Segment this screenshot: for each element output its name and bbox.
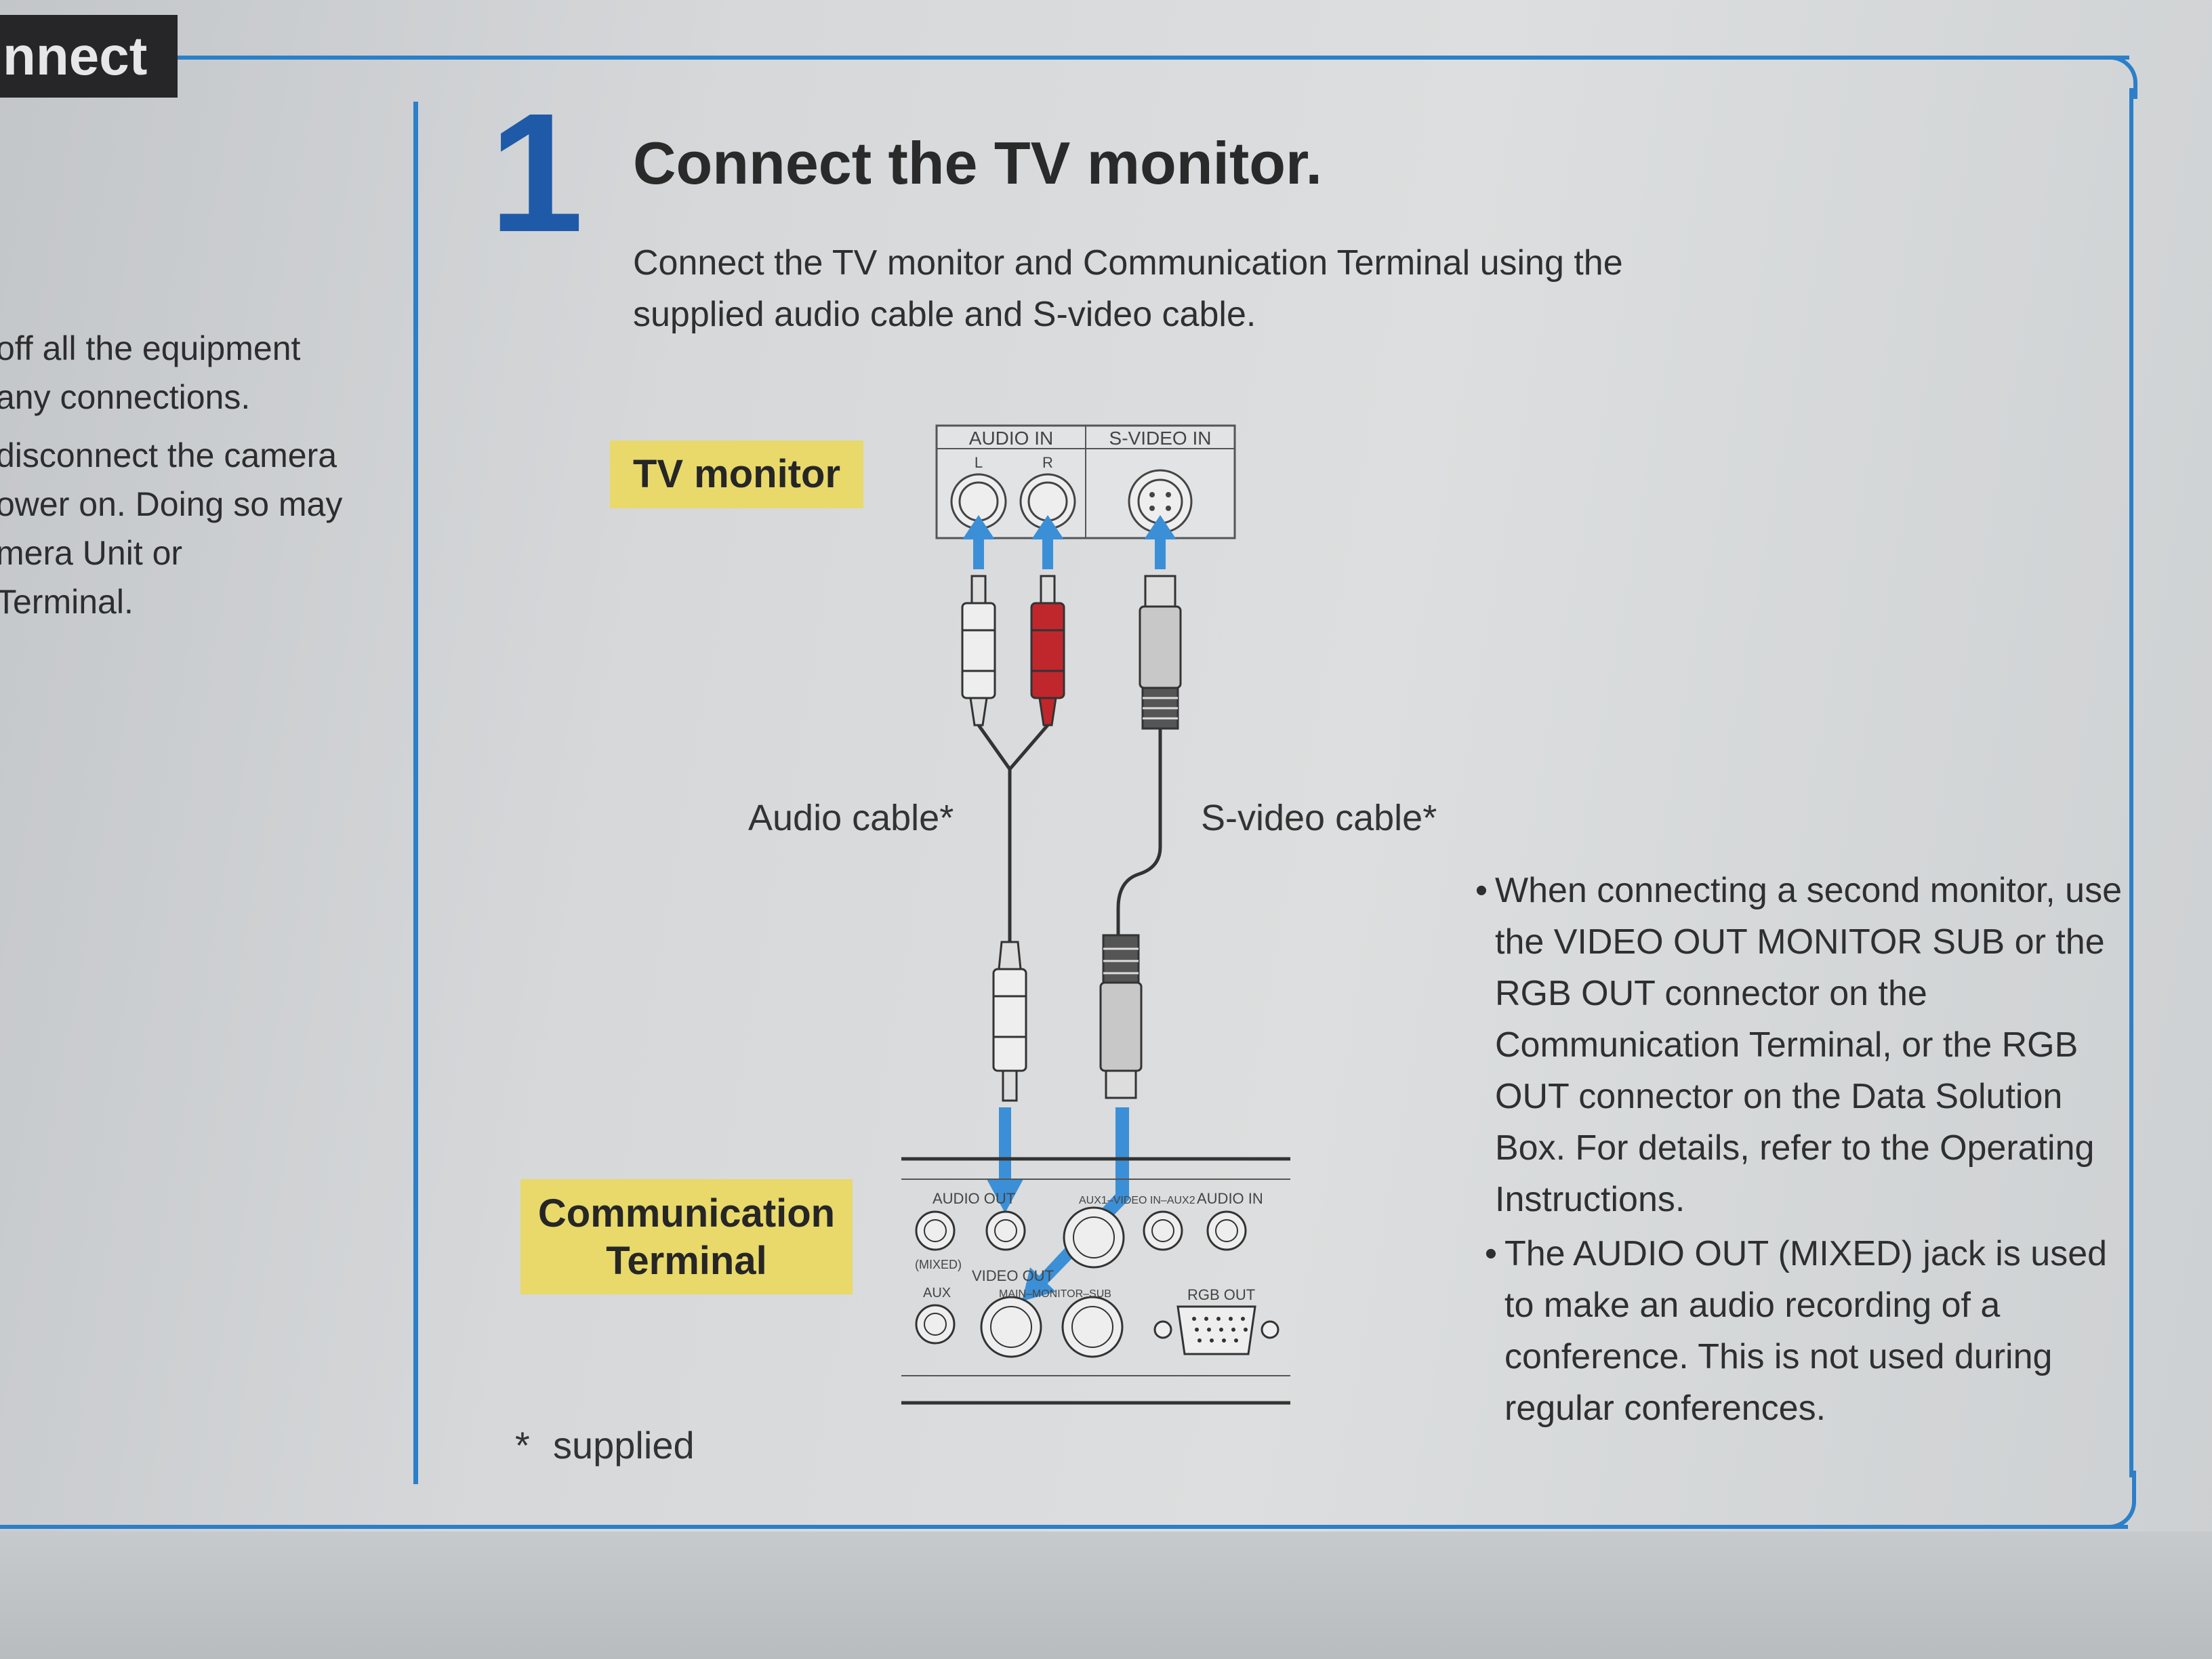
tv-svideo-in-label: S-VIDEO IN <box>1109 428 1212 449</box>
left-line: mera Unit or <box>0 534 183 572</box>
term-audio-in-label: AUDIO IN <box>1197 1190 1263 1207</box>
frame-bottom-border <box>0 1525 2128 1529</box>
note-text: The AUDIO OUT (MIXED) jack is used to ma… <box>1504 1234 2108 1428</box>
audio-plug-bottom <box>992 941 1027 1102</box>
frame-corner <box>2094 56 2137 99</box>
note-text: When connecting a second monitor, use th… <box>1495 871 2123 1219</box>
left-line: disconnect the camera <box>0 436 337 474</box>
term-video-out-label: VIDEO OUT <box>972 1267 1054 1284</box>
terminal-arrows <box>987 1107 1129 1301</box>
left-line: Terminal. <box>0 583 134 621</box>
tv-right-label: R <box>1042 454 1053 471</box>
term-jack <box>1061 1296 1124 1358</box>
footnote: * supplied <box>515 1423 695 1467</box>
note-item: • The AUDIO OUT (MIXED) jack is used to … <box>1468 1228 2132 1434</box>
footnote-text: supplied <box>553 1424 695 1467</box>
term-video-in-label: AUX1–VIDEO IN–AUX2 <box>1079 1195 1195 1206</box>
tv-left-label: L <box>975 454 983 471</box>
footnote-star: * <box>515 1424 530 1467</box>
page-shadow <box>0 1532 2212 1659</box>
term-jack <box>915 1210 956 1251</box>
svideo-cable-wire <box>1116 729 1162 942</box>
frame-top-border <box>178 56 2129 60</box>
terminal-label-line: Terminal <box>606 1239 767 1283</box>
left-column-text: off all the equipment any connections. d… <box>0 324 407 626</box>
term-jack <box>1206 1210 1247 1251</box>
term-jack <box>1063 1206 1125 1269</box>
term-main-label: MAIN–MONITOR–SUB <box>999 1288 1111 1300</box>
term-jack <box>980 1296 1042 1358</box>
communication-terminal-label: Communication Terminal <box>520 1179 853 1294</box>
audio-plug-red <box>1030 575 1065 726</box>
column-divider <box>413 102 418 1484</box>
bullet-icon: • <box>1484 1234 1498 1273</box>
frame-right-border <box>2129 88 2133 1477</box>
terminal-rear-panel: AUDIO OUT AUX1–VIDEO IN–AUX2 AUDIO IN (M… <box>901 1157 1290 1405</box>
section-tab: nnect <box>0 15 178 98</box>
svideo-cable-label: S-video cable* <box>1201 798 1437 838</box>
tv-audio-in-label: AUDIO IN <box>969 428 1053 449</box>
term-aux-label: AUX <box>923 1286 951 1300</box>
rgb-out-connector <box>1153 1305 1279 1355</box>
left-line: any connections. <box>0 378 251 416</box>
svideo-plug-top <box>1139 575 1182 730</box>
term-audio-out-label: AUDIO OUT <box>933 1190 1015 1207</box>
notes-list: • When connecting a second monitor, use … <box>1468 865 2132 1434</box>
audio-cable-wire <box>977 724 1049 942</box>
svideo-plug-bottom <box>1099 934 1143 1099</box>
left-line: ower on. Doing so may <box>0 485 343 523</box>
step-number: 1 <box>489 78 583 267</box>
left-line: off all the equipment <box>0 329 301 367</box>
audio-plug-white <box>961 575 996 726</box>
terminal-label-line: Communication <box>537 1191 836 1235</box>
term-jack <box>985 1210 1026 1251</box>
bullet-icon: • <box>1475 871 1488 910</box>
tv-input-panel: AUDIO IN S-VIDEO IN L R <box>935 424 1236 539</box>
note-item: • When connecting a second monitor, use … <box>1468 865 2132 1225</box>
term-jack <box>915 1304 956 1345</box>
step-title: Connect the TV monitor. <box>633 129 1322 197</box>
tv-arrows <box>962 515 1176 569</box>
audio-cable-label: Audio cable* <box>748 798 954 838</box>
term-jack <box>1143 1210 1183 1251</box>
step-intro: Connect the TV monitor and Communication… <box>633 243 1623 334</box>
term-mixed-label: (MIXED) <box>915 1258 962 1271</box>
tv-monitor-label: TV monitor <box>610 441 863 508</box>
term-rgb-out-label: RGB OUT <box>1187 1286 1255 1303</box>
